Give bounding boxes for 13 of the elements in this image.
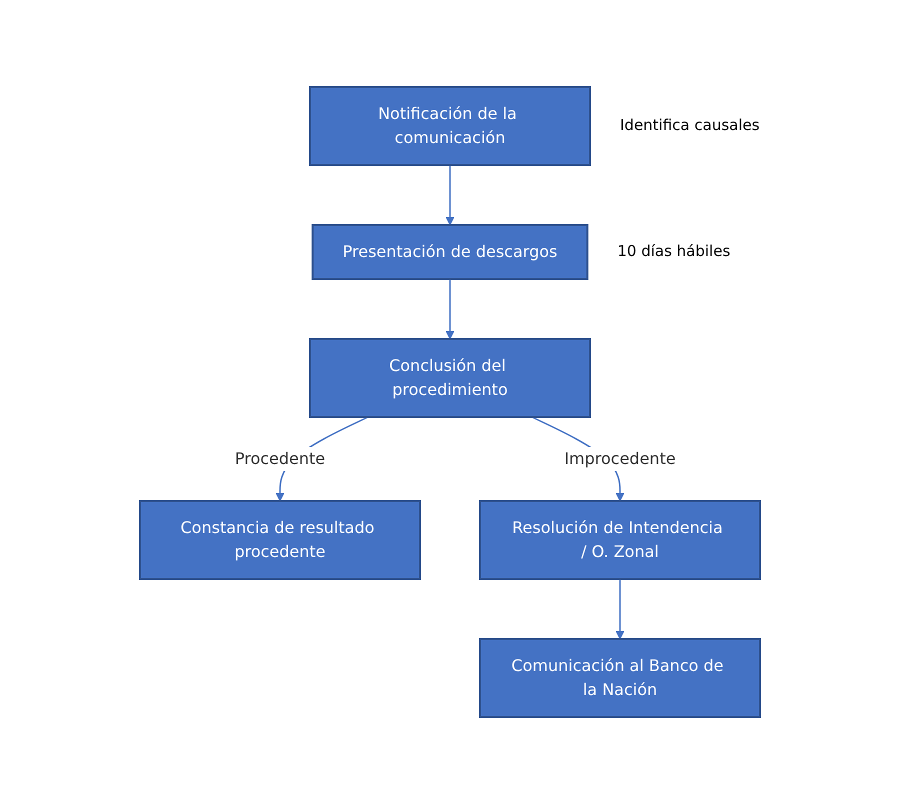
node-box: Conclusión del procedimiento bbox=[309, 338, 591, 418]
edge-label: Improcedente bbox=[564, 448, 676, 468]
node-box: Comunicación al Banco de la Nación bbox=[479, 638, 761, 718]
side-note: Identifica causales bbox=[620, 116, 760, 134]
node-box: Notificación de la comunicación bbox=[309, 86, 591, 166]
edge-label: Procedente bbox=[234, 448, 326, 468]
arrow bbox=[616, 578, 624, 639]
side-note: 10 días hábiles bbox=[617, 242, 730, 260]
arrow bbox=[446, 278, 454, 339]
arrow bbox=[446, 164, 454, 225]
node-box: Resolución de Intendencia / O. Zonal bbox=[479, 500, 761, 580]
node-box: Presentación de descargos bbox=[312, 224, 588, 280]
node-box: Constancia de resultado procedente bbox=[139, 500, 421, 580]
